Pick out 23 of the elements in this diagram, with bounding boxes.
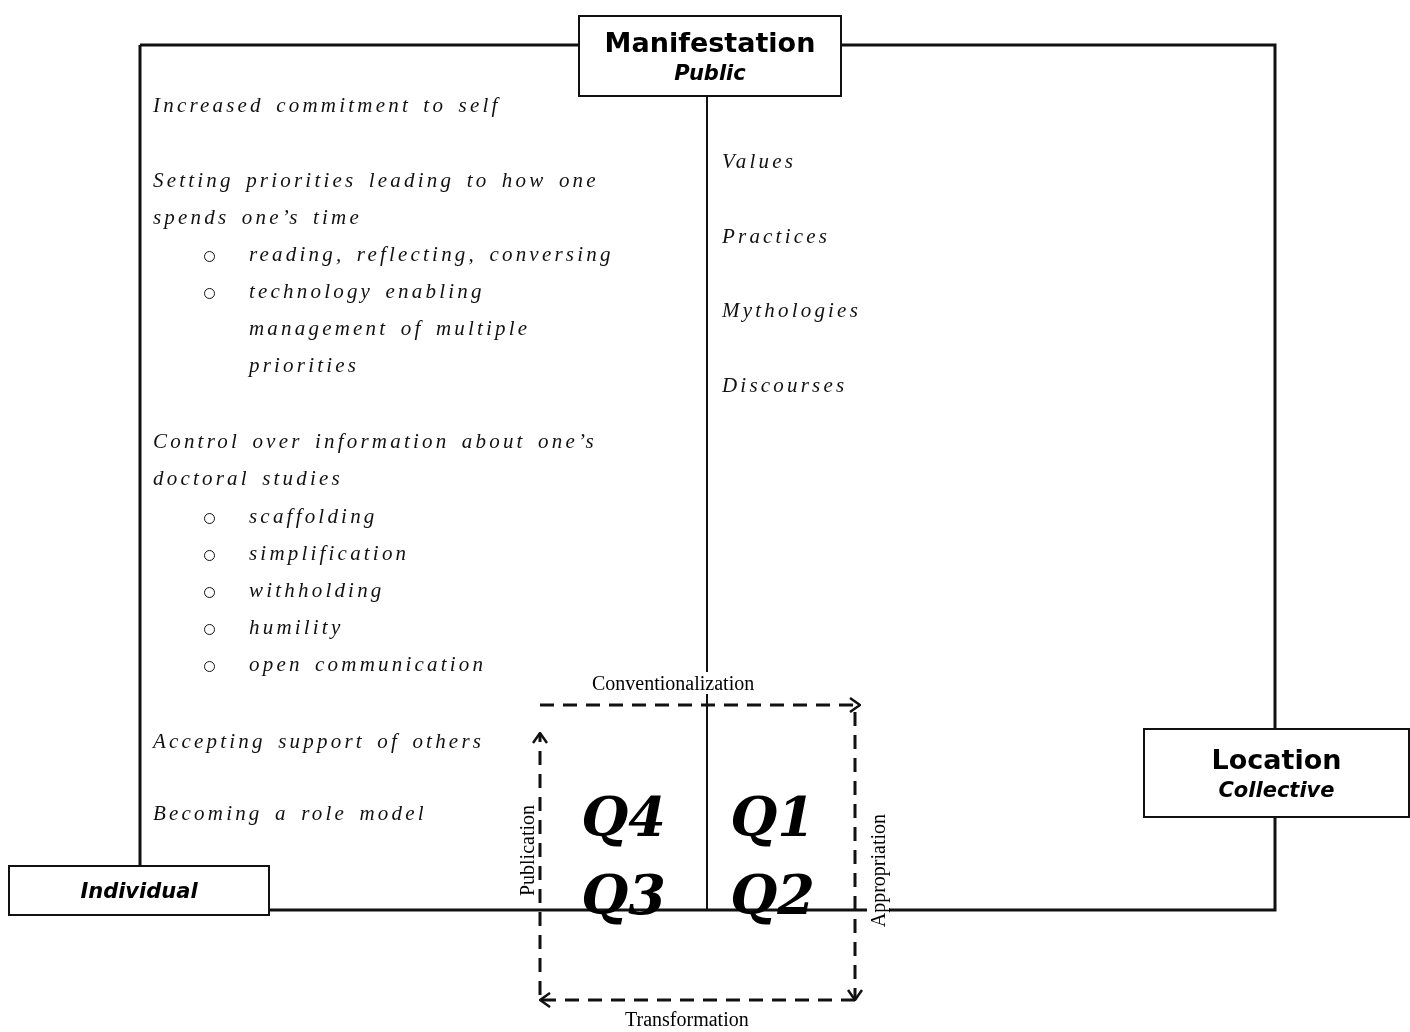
- arrow: [531, 731, 549, 995]
- list-item-text: simplification: [249, 540, 411, 567]
- list-item-text: scaffolding: [249, 503, 379, 530]
- list-item-text: technology enabling management of multiple priorities: [249, 278, 532, 379]
- list-item-text: humility: [249, 614, 345, 641]
- label-box: Individual: [8, 865, 270, 916]
- label-box: Location Collective: [1143, 728, 1410, 818]
- list-text: Values: [722, 148, 798, 175]
- list-item-text: withholding: [249, 577, 386, 604]
- list-text: Practices: [722, 223, 832, 250]
- list-text: Discourses: [722, 372, 849, 399]
- edge-label: Appropriation: [867, 813, 889, 927]
- quadrant-cell: Q4: [540, 705, 707, 855]
- list-text: Increased commitment to self: [153, 92, 502, 119]
- arrow: [846, 712, 864, 1002]
- edge-label: Conventionalization: [592, 672, 755, 694]
- arrow: [540, 696, 862, 714]
- label-box: Manifestation Public: [578, 15, 842, 97]
- list-text: Mythologies: [722, 297, 862, 324]
- quadrant-cell: Q1: [707, 705, 858, 855]
- arrow: [538, 991, 855, 1009]
- list-item-text: reading, reflecting, conversing: [249, 241, 615, 268]
- list-text: Accepting support of others: [153, 728, 486, 755]
